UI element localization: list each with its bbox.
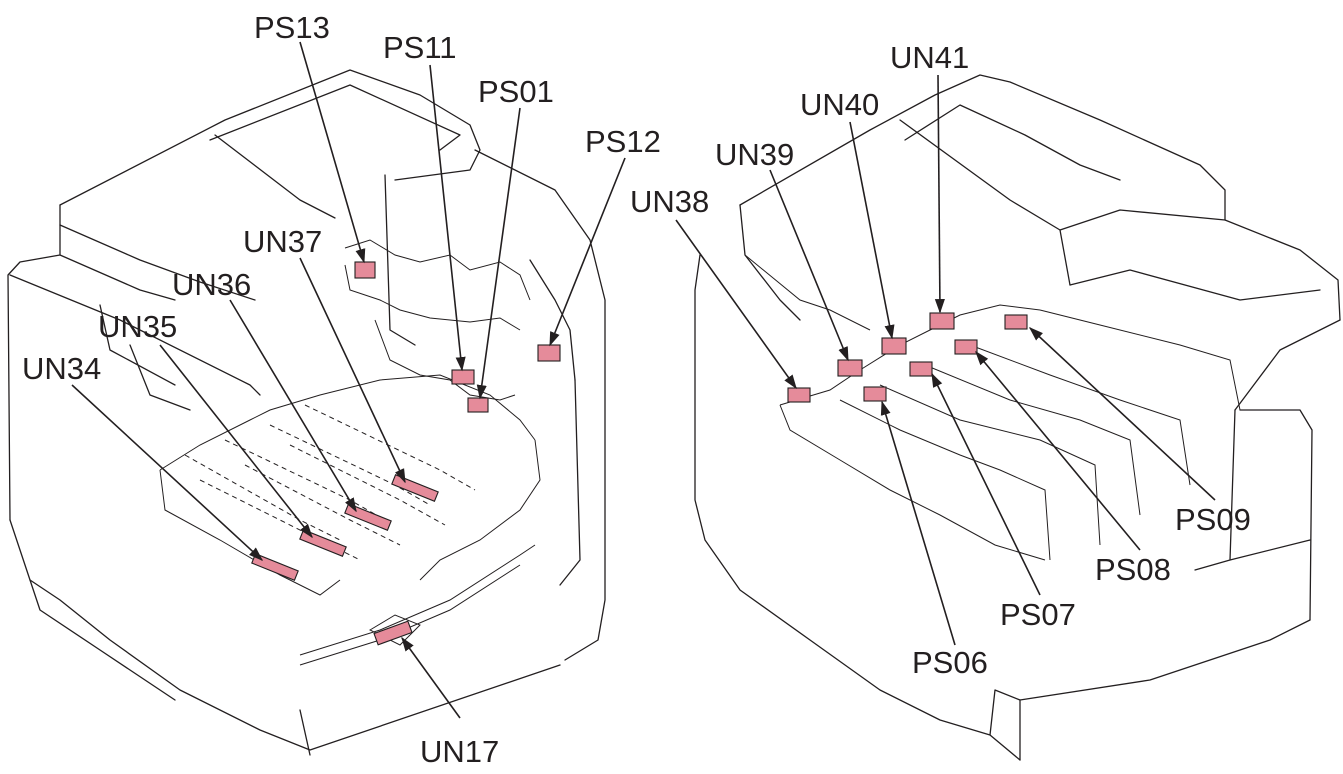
label-un39: UN39 [715, 137, 794, 172]
label-ps11: PS11 [383, 30, 457, 65]
ps09-sensor [1004, 314, 1028, 330]
ps06-sensor [863, 386, 887, 402]
label-un37: UN37 [243, 224, 322, 259]
label-ps07: PS07 [1000, 597, 1076, 632]
label-un34: UN34 [22, 351, 101, 386]
un40-sensor [881, 337, 907, 355]
un41-sensor [929, 312, 955, 330]
label-un17: UN17 [420, 734, 499, 769]
un35-sensor [299, 529, 347, 557]
ps08-sensor [954, 339, 978, 355]
label-ps06: PS06 [912, 645, 988, 680]
un38-sensor [787, 387, 811, 403]
label-un36: UN36 [172, 267, 251, 302]
label-ps08: PS08 [1095, 552, 1171, 587]
label-ps01: PS01 [478, 74, 554, 109]
ps12-sensor [537, 344, 561, 362]
un39-sensor [837, 359, 863, 377]
label-un40: UN40 [800, 87, 879, 122]
label-un41: UN41 [890, 40, 969, 75]
ps01-sensor [467, 397, 489, 413]
label-ps09: PS09 [1175, 502, 1251, 537]
leader-lines [71, 41, 1216, 719]
ps07-sensor [909, 361, 933, 377]
ps11-sensor [451, 369, 475, 385]
un37-sensor [391, 474, 439, 502]
label-ps12: PS12 [585, 124, 661, 159]
label-ps13: PS13 [254, 10, 330, 45]
label-un35: UN35 [98, 309, 177, 344]
right-printer-illustration [694, 74, 1341, 761]
label-un38: UN38 [630, 184, 709, 219]
sensor-parts [251, 261, 1028, 646]
callout-labels: PS13 PS11 PS01 PS12 UN37 UN36 UN35 UN34 … [22, 10, 1251, 769]
ps13-sensor [354, 261, 376, 279]
un17-sensor [373, 620, 413, 646]
left-printer-illustration [7, 69, 606, 756]
un36-sensor [344, 503, 392, 531]
